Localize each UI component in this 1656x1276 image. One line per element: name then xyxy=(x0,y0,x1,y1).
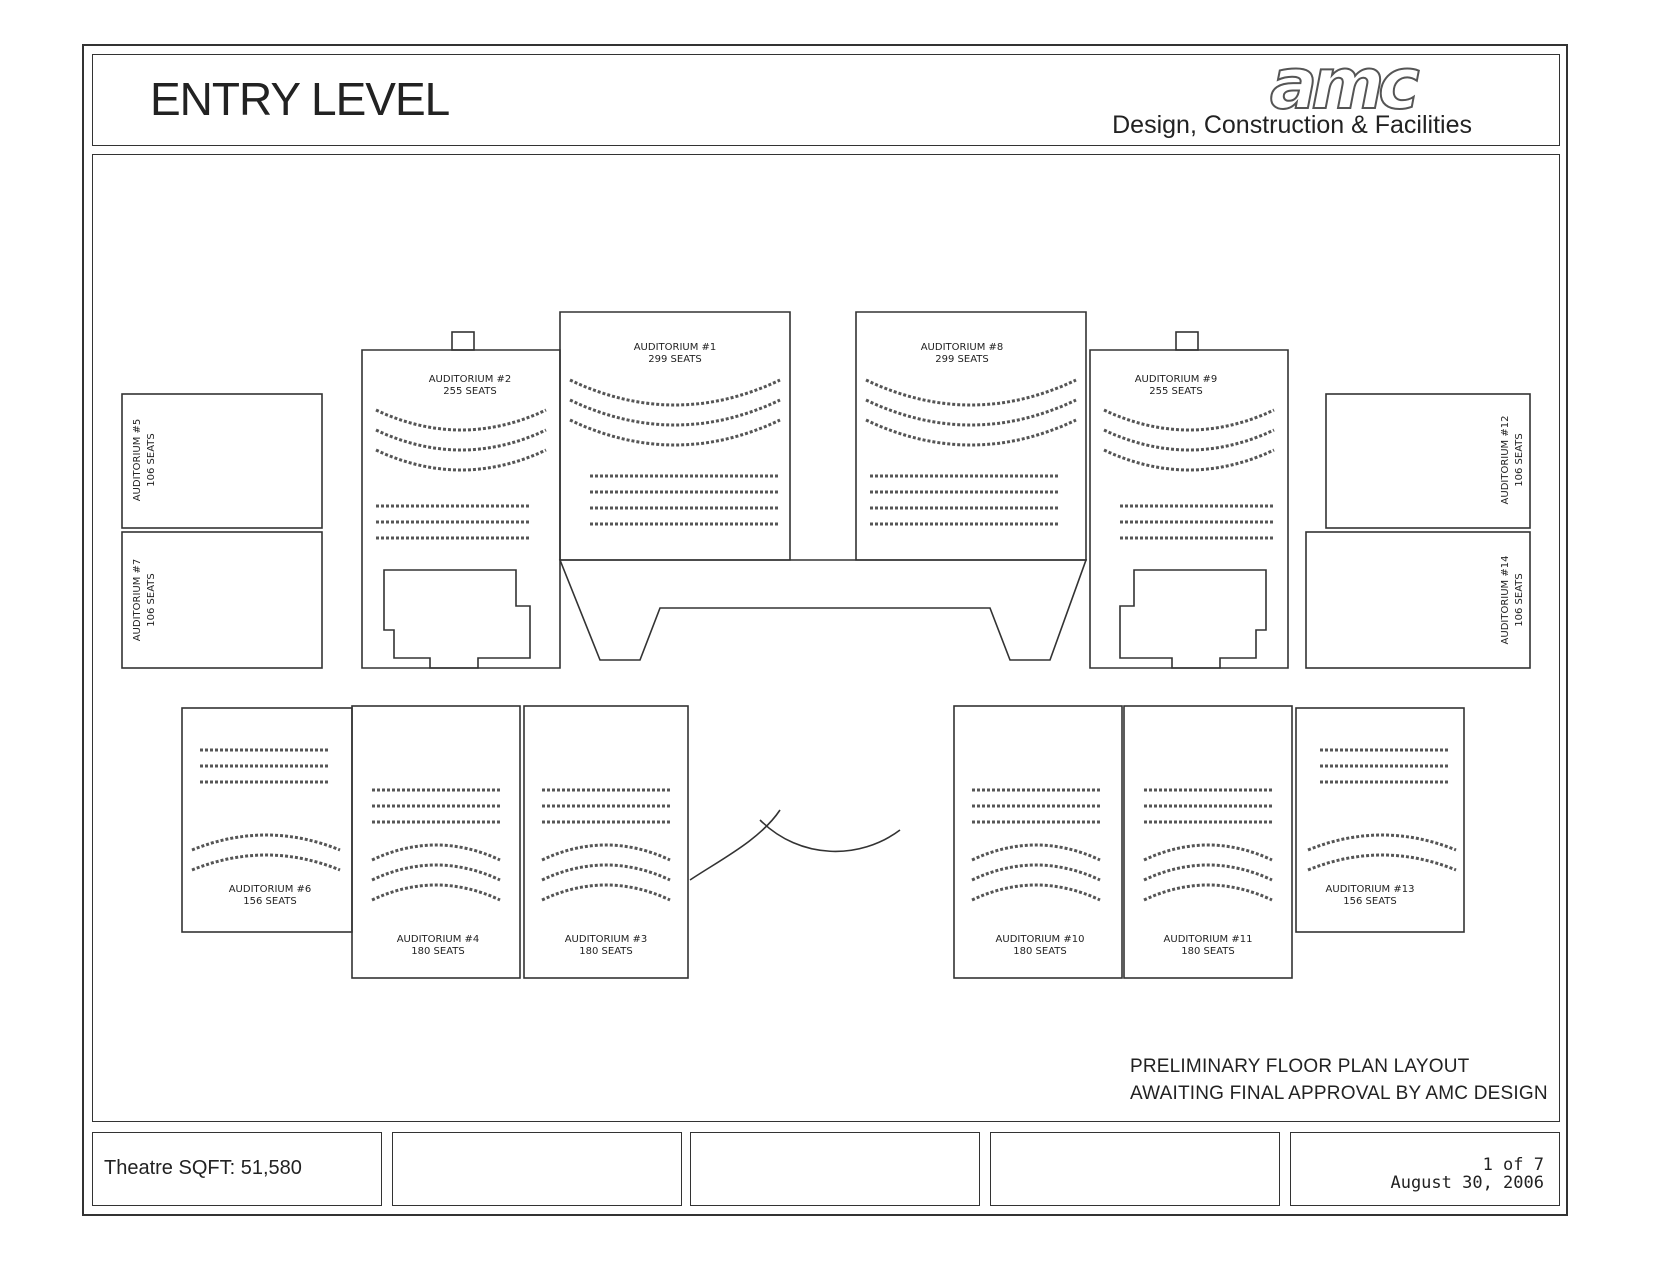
label-a9-name: AUDITORIUM #9 xyxy=(1135,374,1218,385)
label-a12-name: AUDITORIUM #12 xyxy=(1500,416,1511,505)
room-auditorium-2 xyxy=(361,349,561,669)
label-a8-seats: 299 SEATS xyxy=(935,354,988,365)
footer-box-sqft xyxy=(92,1132,382,1206)
room-auditorium-5 xyxy=(121,393,323,529)
drawing-date: August 30, 2006 xyxy=(1390,1173,1544,1193)
label-a4-name: AUDITORIUM #4 xyxy=(397,934,480,945)
sqft-label: Theatre SQFT: xyxy=(104,1157,236,1179)
label-a6-seats: 156 SEATS xyxy=(243,896,296,907)
room-auditorium-10 xyxy=(953,705,1123,979)
page-number: 1 of 7 xyxy=(1482,1155,1544,1175)
room-auditorium-12 xyxy=(1325,393,1531,529)
label-a1-name: AUDITORIUM #1 xyxy=(634,342,717,353)
label-a9-seats: 255 SEATS xyxy=(1149,386,1202,397)
label-a6-name: AUDITORIUM #6 xyxy=(229,884,312,895)
room-auditorium-3 xyxy=(523,705,689,979)
room-auditorium-13 xyxy=(1295,707,1465,933)
room-auditorium-14 xyxy=(1305,531,1531,669)
drawing-area xyxy=(92,154,1560,1122)
company-tagline: Design, Construction & Facilities xyxy=(1112,111,1472,139)
label-a3-seats: 180 SEATS xyxy=(579,946,632,957)
projection-room-right xyxy=(1119,569,1267,669)
label-a3-name: AUDITORIUM #3 xyxy=(565,934,648,945)
label-a12-seats: 106 SEATS xyxy=(1514,433,1525,486)
note-line-2: AWAITING FINAL APPROVAL BY AMC DESIGN xyxy=(1130,1083,1548,1104)
label-a13-name: AUDITORIUM #13 xyxy=(1326,884,1415,895)
note-line-1: PRELIMINARY FLOOR PLAN LAYOUT xyxy=(1130,1056,1470,1077)
label-a14-name: AUDITORIUM #14 xyxy=(1500,556,1511,645)
label-a14-seats: 106 SEATS xyxy=(1514,573,1525,626)
footer-box-4 xyxy=(990,1132,1280,1206)
entrance-wall-left xyxy=(689,809,781,881)
label-a4-seats: 180 SEATS xyxy=(411,946,464,957)
title-block xyxy=(92,54,1560,146)
room-auditorium-9 xyxy=(1089,349,1289,669)
label-a10-name: AUDITORIUM #10 xyxy=(996,934,1085,945)
sheet-border xyxy=(82,44,1568,1216)
label-a2-name: AUDITORIUM #2 xyxy=(429,374,512,385)
footer-box-2 xyxy=(392,1132,682,1206)
concession-area xyxy=(558,559,1088,661)
label-a2-seats: 255 SEATS xyxy=(443,386,496,397)
sqft-value: 51,580 xyxy=(240,1157,302,1179)
footer-box-3 xyxy=(690,1132,980,1206)
label-a7-name: AUDITORIUM #7 xyxy=(132,559,143,642)
label-a10-seats: 180 SEATS xyxy=(1013,946,1066,957)
projection-room-left xyxy=(383,569,531,669)
room-auditorium-7 xyxy=(121,531,323,669)
page-date-block: 1 of 7 August 30, 2006 xyxy=(1380,1156,1544,1192)
label-a5-name: AUDITORIUM #5 xyxy=(132,419,143,502)
label-a8-name: AUDITORIUM #8 xyxy=(921,342,1004,353)
label-a11-seats: 180 SEATS xyxy=(1181,946,1234,957)
label-a11-name: AUDITORIUM #11 xyxy=(1164,934,1253,945)
room-auditorium-11 xyxy=(1123,705,1293,979)
label-a13-seats: 156 SEATS xyxy=(1343,896,1396,907)
amc-logo: amc xyxy=(1270,56,1426,116)
room-auditorium-4 xyxy=(351,705,521,979)
amc-logo-text: amc xyxy=(1270,56,1419,116)
page-title: ENTRY LEVEL xyxy=(150,73,450,125)
entrance-curve xyxy=(759,819,901,853)
label-a7-seats: 106 SEATS xyxy=(146,573,157,626)
stair-left xyxy=(451,331,475,351)
stair-right xyxy=(1175,331,1199,351)
footer-box-date xyxy=(1290,1132,1560,1206)
label-a5-seats: 106 SEATS xyxy=(146,433,157,486)
theatre-sqft: Theatre SQFT: 51,580 xyxy=(104,1157,302,1180)
label-a1-seats: 299 SEATS xyxy=(648,354,701,365)
